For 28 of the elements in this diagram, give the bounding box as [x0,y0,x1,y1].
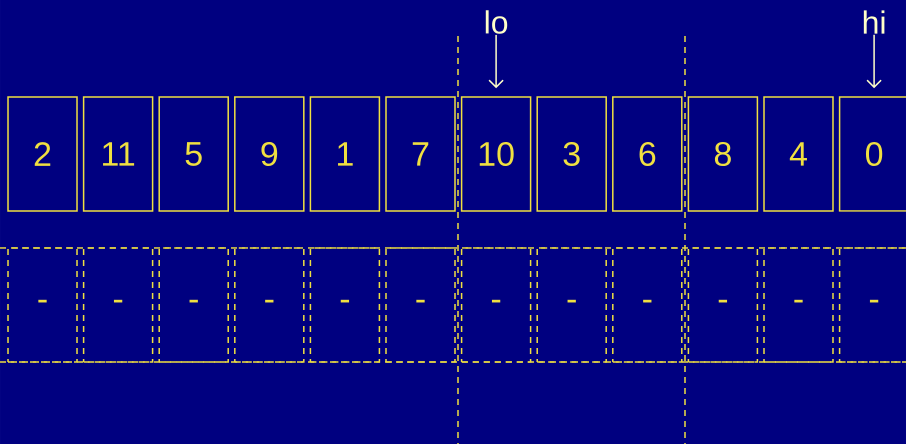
empty-box: - [158,247,229,363]
empty-box: - [688,247,758,363]
number-box: 9 [234,96,305,212]
empty-box: - [82,247,154,363]
empty-box: - [763,247,834,363]
number-box: 5 [158,96,229,212]
number-box: 4 [763,96,834,212]
empty-box: - [838,247,906,363]
empty-box: - [460,247,532,363]
empty-box: - [7,247,78,363]
number-box: 8 [688,96,758,212]
number-box: 2 [7,96,78,212]
pointer-label: hi [864,10,884,34]
arrow [866,34,882,88]
pointer-label: lo [486,10,508,34]
number-box: 1 [310,96,380,212]
empty-box: - [536,247,607,363]
number-box: 0 [838,96,906,212]
number-box: 3 [536,96,607,212]
empty-box: - [310,247,380,363]
empty-box: - [612,247,683,363]
empty-box: - [385,247,456,363]
number-box: 11 [82,96,154,212]
number-box: 6 [612,96,683,212]
empty-box: - [234,247,305,363]
number-box: 7 [385,96,456,212]
arrow [488,34,504,88]
number-box: 10 [460,96,532,212]
